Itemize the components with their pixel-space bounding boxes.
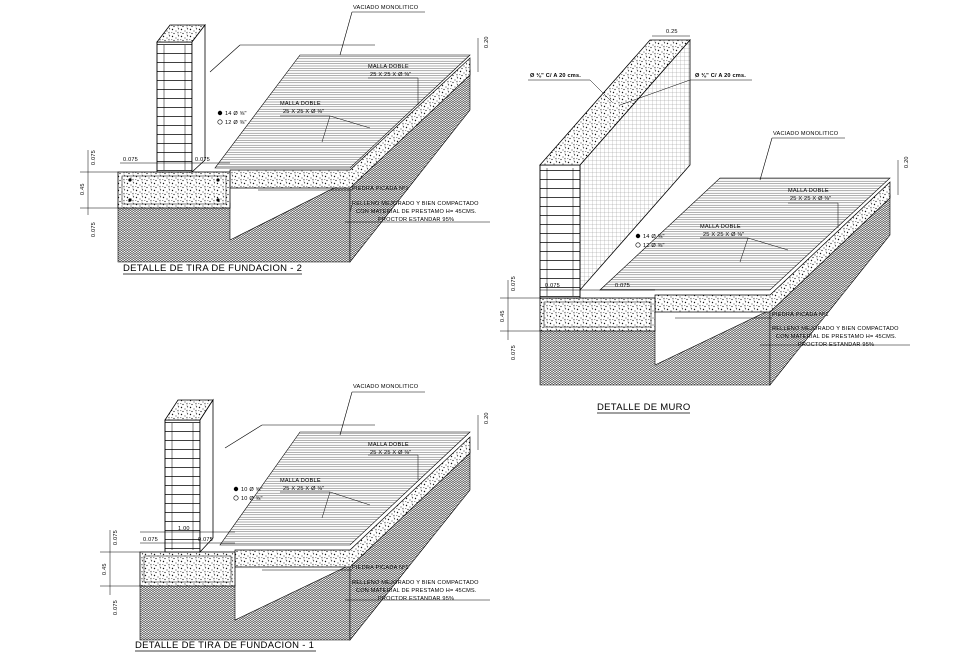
rebar-1-label: 14 Ø ⅝"	[225, 111, 247, 117]
rebar-2-label: 12 Ø ⅜"	[643, 243, 665, 249]
wall-rebar-2: Ø ⅜" C/ A 20 cms.	[695, 73, 746, 79]
malla-mid-spec: 25 X 25 X Ø ⅜"	[283, 109, 324, 115]
dim-top: 0.20	[904, 156, 910, 168]
dim-045: 0.45	[80, 183, 86, 195]
rebar-1-label: 10 Ø ⅝"	[241, 487, 263, 493]
relleno-3: PROCTOR ESTANDAR 95%	[378, 217, 454, 223]
piedra-label: PIEDRA PICADA Nº1	[352, 185, 409, 192]
slab-top	[214, 54, 471, 169]
wall-cap	[539, 39, 691, 166]
malla-top-label: MALLA DOBLE	[368, 64, 409, 70]
piedra-label: PIEDRA PICADA Nº1	[352, 564, 409, 571]
relleno-1: RELLENO MEJORADO Y BIEN COMPACTADO	[772, 326, 899, 332]
rebar-2-label: 12 Ø ⅜"	[225, 120, 247, 126]
relleno-2: CON MATERIAL DE PRESTAMO H= 45CMS.	[776, 334, 897, 340]
malla-mid-label: MALLA DOBLE	[700, 224, 741, 230]
block-wall	[539, 164, 581, 299]
wall-rebar-1: Ø ⅜" C/ A 20 cms.	[530, 73, 581, 79]
dim-075-a: 0.075	[143, 537, 158, 543]
dim-075-b: 0.075	[198, 537, 213, 543]
dim-075-d: 0.075	[113, 600, 119, 615]
dim-075-a: 0.075	[123, 157, 138, 163]
detail-title: DETALLE DE TIRA DE FUNDACION - 1	[135, 640, 314, 651]
relleno-2: CON MATERIAL DE PRESTAMO H= 45CMS.	[356, 588, 477, 594]
dim-075-c: 0.075	[511, 276, 517, 291]
piedra-label: PIEDRA PICADA Nº1	[772, 311, 829, 318]
dim-075-b: 0.075	[195, 157, 210, 163]
slab-top	[599, 177, 891, 291]
slab-top	[219, 431, 471, 546]
relleno-1: RELLENO MEJORADO Y BIEN COMPACTADO	[352, 201, 479, 207]
relleno-3: PROCTOR ESTANDAR 95%	[378, 596, 454, 602]
dim-wall: 0.25	[666, 29, 678, 35]
vaciado-label: VACIADO MONOLITICO	[353, 384, 419, 390]
dim-075-c: 0.075	[113, 530, 119, 545]
detail-title: DETALLE DE MURO	[597, 402, 691, 413]
dim-045: 0.45	[500, 310, 506, 322]
dim-075-d: 0.075	[91, 222, 97, 237]
footing	[117, 171, 231, 209]
relleno-3: PROCTOR ESTANDAR 95%	[798, 342, 874, 348]
malla-top-spec: 25 X 25 X Ø ⅜"	[370, 72, 411, 78]
detail-title: DETALLE DE TIRA DE FUNDACION - 2	[123, 263, 302, 274]
block-wall	[156, 41, 193, 173]
dim-075-c: 0.075	[91, 150, 97, 165]
dim-075-d: 0.075	[511, 345, 517, 360]
malla-mid-label: MALLA DOBLE	[280, 478, 321, 484]
vaciado-label: VACIADO MONOLITICO	[773, 131, 839, 137]
detail-tira-1: VACIADO MONOLITICO MALLA DOBLE 25 X 25 X…	[100, 384, 490, 652]
malla-mid-label: MALLA DOBLE	[280, 101, 321, 107]
dim-100: 1.00	[178, 526, 190, 532]
detail-tira-2: VACIADO MONOLITICO MALLA DOBLE 25 X 25 X…	[80, 5, 490, 275]
relleno-1: RELLENO MEJORADO Y BIEN COMPACTADO	[352, 580, 479, 586]
malla-top-spec: 25 X 25 X Ø ⅜"	[370, 450, 411, 456]
rebar-2-label: 10 Ø ⅜"	[241, 496, 263, 502]
block-wall	[164, 419, 201, 553]
footing	[139, 551, 236, 587]
footing	[539, 297, 656, 332]
malla-top-spec: 25 X 25 X Ø ⅜"	[790, 196, 831, 202]
malla-top-label: MALLA DOBLE	[788, 188, 829, 194]
dim-075-b: 0.075	[615, 283, 630, 289]
rebar-1-label: 14 Ø ⅝"	[643, 234, 665, 240]
dim-top: 0.20	[484, 412, 490, 424]
relleno-2: CON MATERIAL DE PRESTAMO H= 45CMS.	[356, 209, 477, 215]
dim-045: 0.45	[102, 563, 108, 575]
malla-mid-spec: 25 X 25 X Ø ⅜"	[703, 232, 744, 238]
dim-075-a: 0.075	[545, 283, 560, 289]
dim-top: 0.20	[484, 36, 490, 48]
malla-top-label: MALLA DOBLE	[368, 442, 409, 448]
malla-mid-spec: 25 X 25 X Ø ⅜"	[283, 486, 324, 492]
vaciado-label: VACIADO MONOLITICO	[353, 5, 419, 11]
detail-muro: Ø ⅜" C/ A 20 cms. Ø ⅜" C/ A 20 cms. 0.25…	[500, 29, 910, 414]
